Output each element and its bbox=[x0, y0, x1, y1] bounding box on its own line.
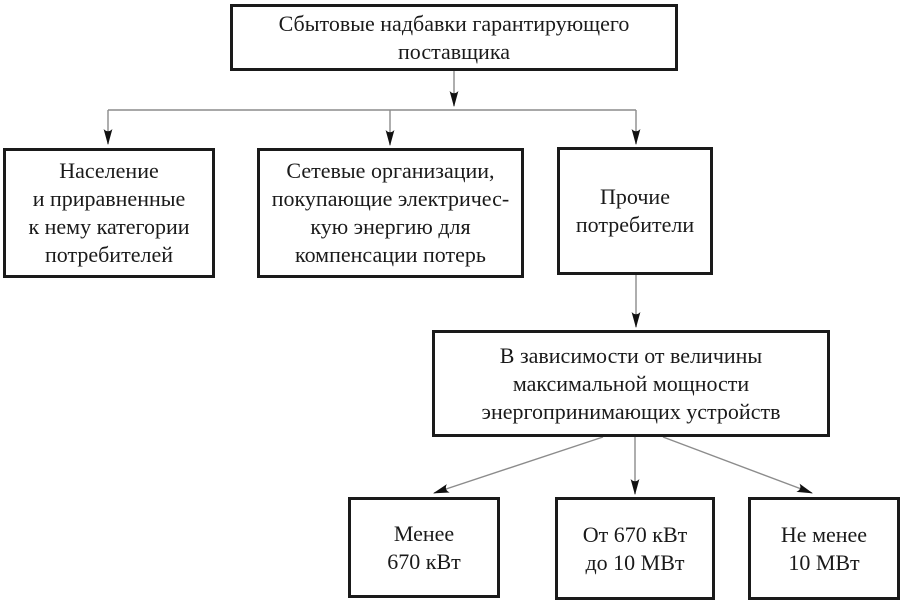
connector-capacity-to-below670 bbox=[433, 436, 604, 494]
node-max-capacity-rule: В зависимости от величины максимальной м… bbox=[432, 330, 830, 437]
node-at-least-10mw: Не менее 10 МВт bbox=[748, 497, 900, 600]
node-below-670kw: Менее 670 кВт bbox=[348, 497, 500, 598]
node-sales-markups-root: Сбытовые надбавки гарантирующего поставщ… bbox=[230, 4, 678, 71]
node-670kw-to-10mw: От 670 кВт до 10 МВт bbox=[555, 497, 715, 600]
node-network-organizations: Сетевые организации, покупающие электрич… bbox=[257, 148, 524, 278]
node-population-consumers: Население и приравненные к нему категори… bbox=[3, 148, 215, 278]
node-other-consumers: Прочие потребители bbox=[557, 147, 713, 275]
connector-capacity-to-atleast10 bbox=[662, 436, 813, 494]
